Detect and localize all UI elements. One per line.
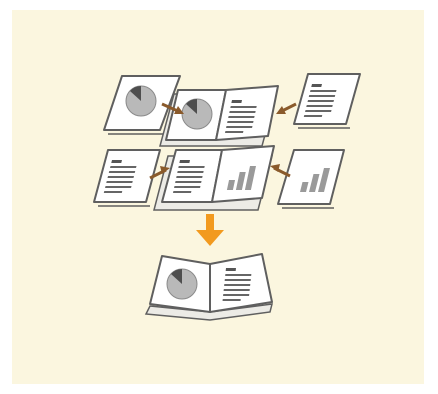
booklet-spread-middle [154, 146, 274, 210]
source-page-bars [278, 150, 344, 208]
down-arrow-icon [196, 214, 224, 246]
source-page-text [294, 74, 360, 128]
pie-chart-icon [182, 99, 212, 129]
merge-arrow-icon [276, 104, 296, 114]
finished-booklet [146, 254, 272, 320]
pie-chart-icon [167, 269, 197, 299]
booklet-spread-top [160, 86, 278, 146]
merge-arrow-icon [270, 164, 290, 176]
pie-chart-icon [126, 86, 156, 116]
